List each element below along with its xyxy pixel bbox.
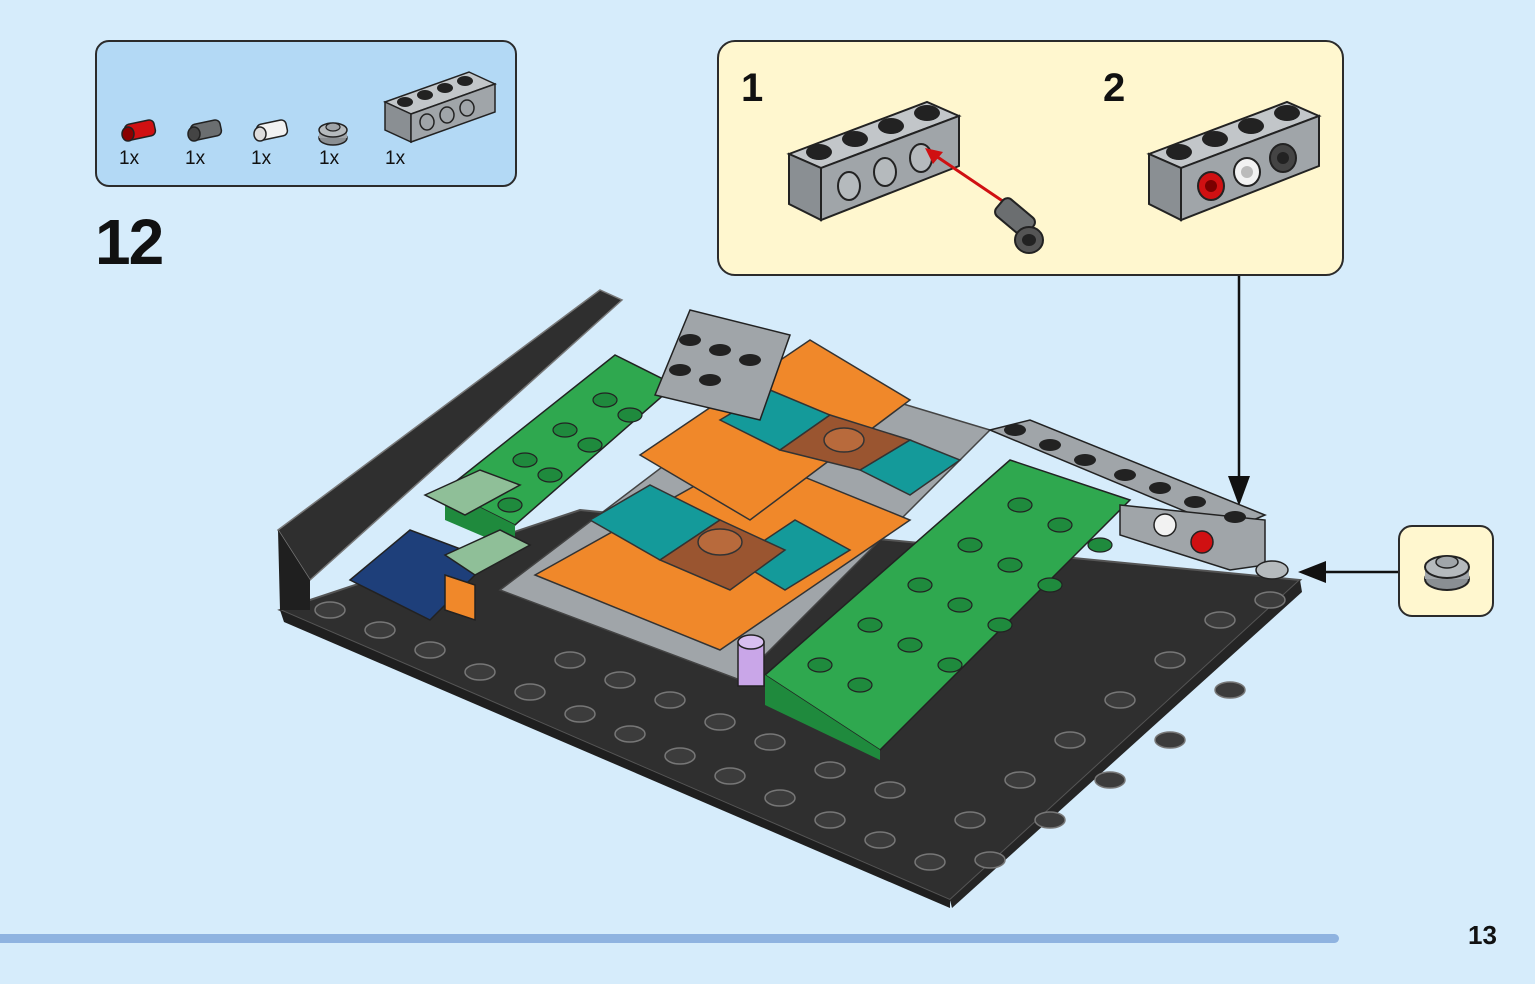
part-quantity: 1x	[185, 148, 206, 169]
red-technic-pin-icon	[121, 119, 157, 142]
part-quantity: 1x	[319, 148, 340, 169]
part-quantity: 1x	[385, 148, 406, 169]
step-number: 12	[95, 206, 164, 278]
model-illustration	[276, 289, 1303, 908]
grey-technic-pin-icon	[187, 119, 223, 142]
progress-bar	[0, 934, 1434, 943]
callout-arrow-icon	[1228, 276, 1250, 506]
grey-technic-pin-icon	[994, 197, 1044, 254]
technic-brick-icon	[786, 100, 962, 222]
part-quantity: 1x	[119, 148, 140, 169]
sub-step-number: 1	[741, 66, 764, 110]
technic-brick-icon	[383, 71, 497, 144]
sub-assembly-callout: 1 2	[717, 40, 1344, 276]
parts-list-box: 1x 1x 1x 1x 1x	[95, 40, 517, 187]
progress-fill	[0, 934, 1340, 943]
round-plate-icon	[1424, 555, 1470, 591]
round-plate-callout	[1398, 525, 1494, 617]
round-plate-icon	[318, 122, 348, 146]
white-technic-pin-icon	[253, 119, 289, 142]
page-number: 13	[1468, 920, 1497, 950]
part-quantity: 1x	[251, 148, 272, 169]
insert-arrow-icon	[925, 148, 1008, 206]
side-arrow-icon	[1298, 561, 1398, 583]
technic-brick-with-pins-icon	[1146, 100, 1322, 222]
sub-step-number: 2	[1103, 66, 1126, 110]
